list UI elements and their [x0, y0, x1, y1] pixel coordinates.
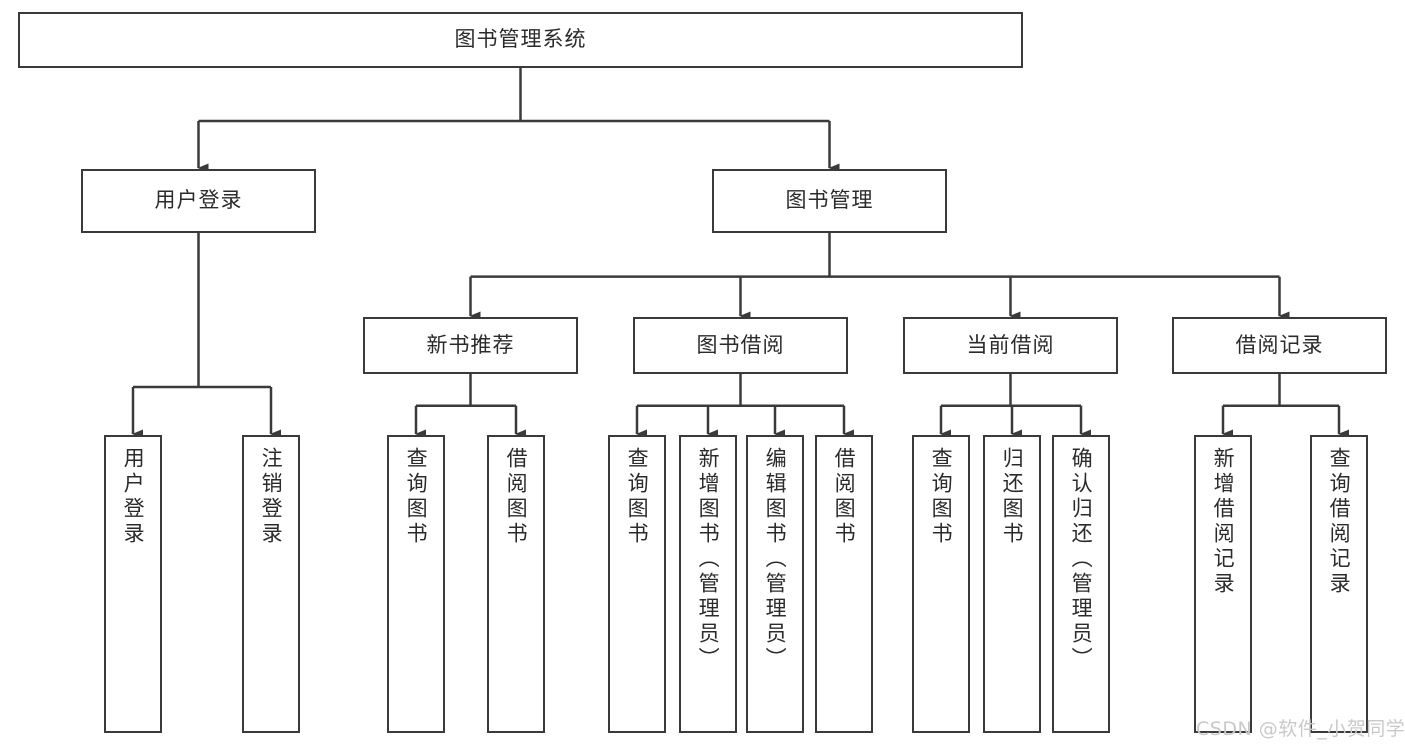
node-label: 借阅记录 — [1235, 332, 1324, 357]
node-book-borrow[interactable]: 图书借阅 — [633, 317, 848, 374]
node-current-borrow[interactable]: 当前借阅 — [903, 317, 1118, 374]
node-label: 新增图书（管理员） — [696, 447, 721, 672]
node-label: 查询图书 — [929, 447, 954, 547]
leaf-user-login[interactable]: 用户登录 — [104, 435, 162, 733]
node-new-book-recommend[interactable]: 新书推荐 — [363, 317, 578, 374]
node-label: 图书借阅 — [696, 332, 785, 357]
node-label: 借阅图书 — [832, 447, 857, 547]
leaf-query-book-recommend[interactable]: 查询图书 — [387, 435, 445, 733]
node-label: 查询图书 — [404, 447, 429, 547]
node-label: 归还图书 — [1000, 447, 1025, 547]
watermark-csdn: CSDN @软件_小贺同学 — [1196, 718, 1405, 740]
node-label: 注销登录 — [259, 447, 284, 547]
node-borrow-record[interactable]: 借阅记录 — [1172, 317, 1387, 374]
node-label: 图书管理系统 — [454, 27, 587, 52]
node-root[interactable]: 图书管理系统 — [18, 12, 1023, 68]
node-label: 用户登录 — [121, 447, 146, 547]
node-label: 借阅图书 — [504, 447, 529, 547]
leaf-return-book[interactable]: 归还图书 — [983, 435, 1041, 733]
node-label: 新增借阅记录 — [1211, 447, 1236, 597]
leaf-borrow-book-recommend[interactable]: 借阅图书 — [487, 435, 545, 733]
leaf-confirm-return-admin[interactable]: 确认归还（管理员） — [1052, 435, 1110, 733]
leaf-add-book-admin[interactable]: 新增图书（管理员） — [679, 435, 737, 733]
leaf-query-borrow-record[interactable]: 查询借阅记录 — [1310, 435, 1368, 733]
node-label: 图书管理 — [785, 188, 874, 213]
node-label: 确认归还（管理员） — [1069, 447, 1094, 672]
leaf-borrow-book[interactable]: 借阅图书 — [815, 435, 873, 733]
node-label: 查询图书 — [625, 447, 650, 547]
leaf-logout[interactable]: 注销登录 — [242, 435, 300, 733]
node-user-login[interactable]: 用户登录 — [81, 169, 316, 233]
leaf-query-book-current[interactable]: 查询图书 — [912, 435, 970, 733]
node-book-management[interactable]: 图书管理 — [712, 169, 947, 233]
leaf-add-borrow-record[interactable]: 新增借阅记录 — [1194, 435, 1252, 733]
node-label: 用户登录 — [154, 188, 243, 213]
node-label: 编辑图书（管理员） — [763, 447, 788, 672]
leaf-query-book-borrow[interactable]: 查询图书 — [608, 435, 666, 733]
leaf-edit-book-admin[interactable]: 编辑图书（管理员） — [746, 435, 804, 733]
node-label: 新书推荐 — [426, 332, 515, 357]
node-label: 当前借阅 — [966, 332, 1055, 357]
node-label: 查询借阅记录 — [1327, 447, 1352, 597]
